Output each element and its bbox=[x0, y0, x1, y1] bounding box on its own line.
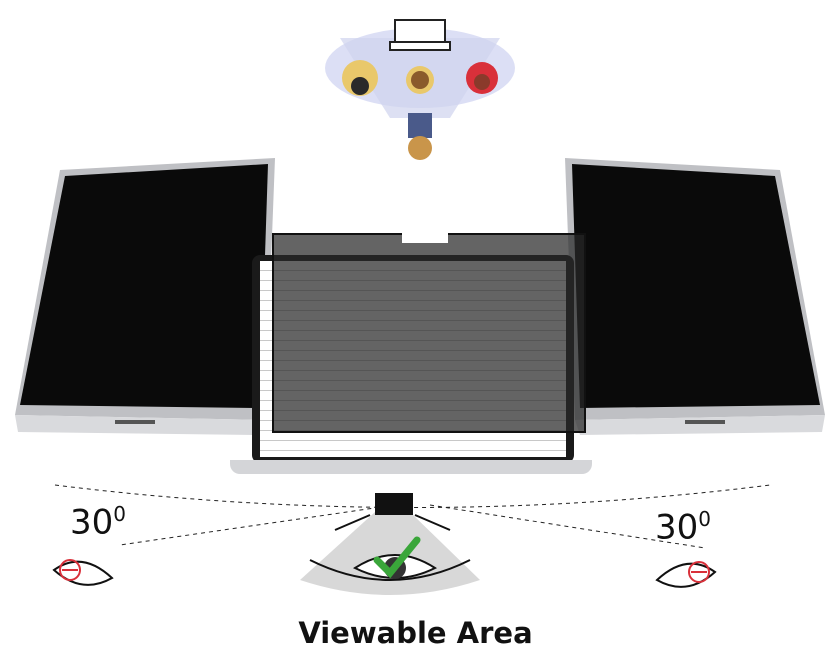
camera-notch bbox=[402, 233, 448, 243]
checkmark-icon bbox=[373, 536, 421, 579]
caption: Viewable Area bbox=[298, 616, 533, 650]
angle-unit: 0 bbox=[698, 507, 711, 531]
blocked-eye-icon bbox=[52, 559, 114, 586]
camera-icon bbox=[375, 493, 413, 515]
angle-value: 30 bbox=[655, 507, 699, 548]
right-laptop bbox=[565, 158, 825, 435]
blocked-eye-icon bbox=[655, 561, 717, 588]
right-angle-label: 300 bbox=[655, 507, 711, 547]
angle-unit: 0 bbox=[113, 502, 126, 526]
angle-value: 30 bbox=[70, 502, 114, 543]
left-laptop bbox=[15, 158, 275, 435]
center-laptop-base bbox=[230, 460, 592, 474]
top-view-people-illustration bbox=[325, 19, 515, 160]
privacy-filter bbox=[272, 233, 586, 433]
left-angle-label: 300 bbox=[70, 502, 126, 542]
